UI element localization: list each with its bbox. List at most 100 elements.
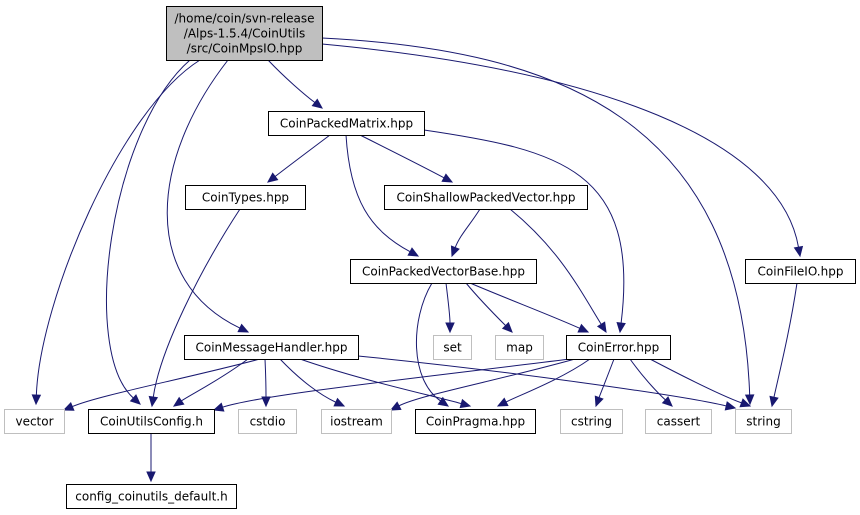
arrow-head-icon xyxy=(212,402,225,412)
node-label: string xyxy=(746,415,780,429)
edge-line xyxy=(773,282,798,398)
edge-line xyxy=(469,282,580,329)
edge-line xyxy=(454,208,481,248)
edge-msghandler-to-string xyxy=(357,355,737,411)
edge-packedmatrix-to-types xyxy=(267,134,331,183)
edge-root-to-vector xyxy=(31,59,201,406)
node-box xyxy=(268,111,425,136)
node-box xyxy=(238,409,297,434)
node-box xyxy=(166,6,323,61)
arrow-head-icon xyxy=(616,321,626,334)
edge-error-to-cassert xyxy=(629,358,673,407)
nodes-layer: /home/coin/svn-release/Alps-1.5.4/CoinUt… xyxy=(4,6,856,509)
arrow-head-icon xyxy=(739,398,752,408)
node-map: map xyxy=(495,335,544,360)
edge-line xyxy=(222,358,571,408)
arrow-head-icon xyxy=(146,471,156,483)
arrow-head-icon xyxy=(793,245,804,258)
arrow-head-icon xyxy=(594,395,604,408)
edge-shallow-to-error xyxy=(509,208,607,334)
arrow-head-icon xyxy=(62,401,75,411)
node-msghandler[interactable]: CoinMessageHandler.hpp xyxy=(184,335,359,360)
node-cstring: cstring xyxy=(560,409,623,434)
node-box xyxy=(566,335,671,360)
node-set: set xyxy=(433,335,472,360)
edge-msghandler-to-iostream xyxy=(279,358,346,407)
edge-line xyxy=(321,43,799,248)
node-packedmatrix[interactable]: CoinPackedMatrix.hpp xyxy=(268,111,425,136)
edge-line xyxy=(509,208,602,325)
arrow-head-icon xyxy=(267,172,279,183)
edge-error-to-cstring xyxy=(594,358,615,408)
arrow-head-icon xyxy=(237,323,250,333)
edge-root-to-fileio xyxy=(321,43,804,258)
edge-msghandler-to-pragma xyxy=(299,358,472,409)
node-box xyxy=(321,409,392,434)
node-iostream: iostream xyxy=(321,409,392,434)
arrow-head-icon xyxy=(31,394,42,406)
node-string: string xyxy=(735,409,792,434)
node-types[interactable]: CoinTypes.hpp xyxy=(185,185,306,210)
arrow-head-icon xyxy=(744,394,755,406)
node-box xyxy=(415,409,536,434)
arrow-head-icon xyxy=(445,322,455,334)
edge-error-to-string xyxy=(649,358,752,408)
node-label: CoinFileIO.hpp xyxy=(758,265,844,279)
edge-config-to-configdefault xyxy=(146,433,156,483)
edge-line xyxy=(264,358,267,398)
node-box xyxy=(4,409,65,434)
edge-line xyxy=(398,358,576,407)
arrow-head-icon xyxy=(389,401,402,411)
edge-error-to-config xyxy=(212,358,571,412)
node-configdefault[interactable]: config_coinutils_default.h xyxy=(66,484,237,509)
edge-pvbase-to-error xyxy=(469,282,590,333)
node-box xyxy=(185,185,306,210)
node-pvbase[interactable]: CoinPackedVectorBase.hpp xyxy=(350,259,537,284)
node-box xyxy=(745,259,856,284)
arrow-head-icon xyxy=(501,321,513,333)
node-label: CoinError.hpp xyxy=(578,341,659,355)
node-label: map xyxy=(506,341,533,355)
edge-msghandler-to-config xyxy=(172,358,249,407)
node-error[interactable]: CoinError.hpp xyxy=(566,335,671,360)
arrow-head-icon xyxy=(577,323,590,333)
edge-line xyxy=(598,358,615,398)
node-box xyxy=(66,484,237,509)
node-label: CoinUtilsConfig.h xyxy=(100,415,203,429)
node-pragma[interactable]: CoinPragma.hpp xyxy=(415,409,536,434)
node-cassert: cassert xyxy=(645,409,712,434)
node-label: vector xyxy=(15,415,53,429)
node-label: CoinPragma.hpp xyxy=(426,415,525,429)
node-label: iostream xyxy=(330,415,383,429)
node-box xyxy=(735,409,792,434)
edge-packedmatrix-to-error xyxy=(423,129,626,334)
edge-types-to-config xyxy=(148,208,241,408)
node-label: CoinPackedMatrix.hpp xyxy=(280,117,413,131)
arrow-head-icon xyxy=(333,397,346,407)
arrow-head-icon xyxy=(459,398,472,409)
edge-line xyxy=(357,355,727,407)
edge-line xyxy=(649,358,742,404)
edge-shallow-to-pvbase xyxy=(450,208,481,258)
node-root[interactable]: /home/coin/svn-release/Alps-1.5.4/CoinUt… xyxy=(166,6,323,61)
arrow-head-icon xyxy=(148,395,159,408)
edge-line xyxy=(35,59,201,396)
edge-root-to-string xyxy=(321,37,755,406)
arrow-head-icon xyxy=(172,396,185,407)
node-config[interactable]: CoinUtilsConfig.h xyxy=(88,409,215,434)
edge-packedmatrix-to-pvbase xyxy=(345,134,420,257)
node-shallow[interactable]: CoinShallowPackedVector.hpp xyxy=(384,185,588,210)
arrow-head-icon xyxy=(496,397,509,407)
edge-line xyxy=(445,282,451,324)
edge-root-to-packedmatrix xyxy=(267,59,323,109)
node-fileio[interactable]: CoinFileIO.hpp xyxy=(745,259,856,284)
node-label: set xyxy=(443,341,462,355)
arrow-head-icon xyxy=(129,394,141,405)
node-label: CoinMessageHandler.hpp xyxy=(195,341,347,355)
edge-line xyxy=(72,358,261,407)
arrow-head-icon xyxy=(661,396,673,407)
node-box xyxy=(495,335,544,360)
arrow-head-icon xyxy=(407,247,420,257)
edge-line xyxy=(423,129,625,324)
